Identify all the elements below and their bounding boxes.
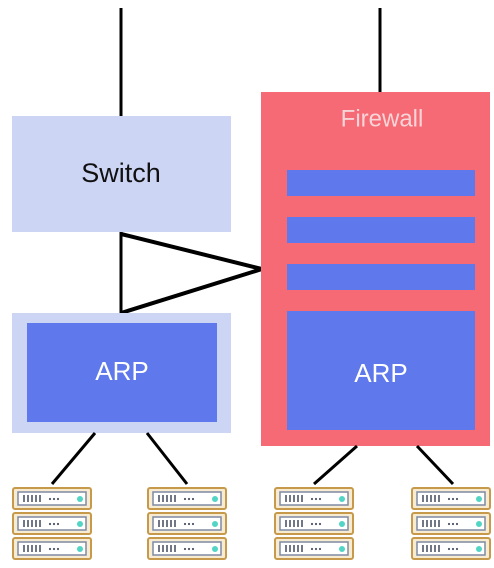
server-dot xyxy=(455,547,459,551)
server-dot xyxy=(48,522,52,526)
switch-box xyxy=(12,116,231,232)
server-dot xyxy=(191,522,195,526)
server-led xyxy=(476,496,482,502)
server-dot xyxy=(310,547,314,551)
server-panel xyxy=(17,491,87,506)
firewall-rule-bar xyxy=(287,170,475,196)
server-link-4 xyxy=(415,444,455,486)
server-panel xyxy=(152,541,222,556)
server-dot xyxy=(187,497,191,501)
server-dot xyxy=(314,547,318,551)
server-dot xyxy=(451,547,455,551)
firewall-title: Firewall xyxy=(341,105,424,132)
server-dot xyxy=(314,522,318,526)
server-dot xyxy=(447,497,451,501)
server-dot xyxy=(187,547,191,551)
firewall-arp-label: ARP xyxy=(354,358,407,388)
server-dot xyxy=(48,497,52,501)
firewall-rule-bar xyxy=(287,264,475,290)
server-dot xyxy=(187,522,191,526)
server-dot xyxy=(52,547,56,551)
server-panel xyxy=(152,516,222,531)
server-panel xyxy=(279,491,349,506)
server-led xyxy=(212,496,218,502)
server-dot xyxy=(318,497,322,501)
server-dot xyxy=(451,522,455,526)
server-dot xyxy=(56,497,60,501)
server-panel xyxy=(416,491,486,506)
server-rack-icon xyxy=(274,487,354,560)
server-dot xyxy=(56,522,60,526)
server-dot xyxy=(191,547,195,551)
server-link-2 xyxy=(145,432,189,485)
switch-arp-label: ARP xyxy=(95,356,148,386)
server-dot xyxy=(455,497,459,501)
server-dot xyxy=(318,547,322,551)
server-led xyxy=(77,521,83,527)
server-dot xyxy=(310,522,314,526)
server-panel xyxy=(279,541,349,556)
server-dot xyxy=(314,497,318,501)
server-dot xyxy=(455,522,459,526)
server-rack-icon xyxy=(411,487,491,560)
firewall-rules xyxy=(287,170,475,290)
server-dot xyxy=(310,497,314,501)
server-led xyxy=(476,546,482,552)
server-panel xyxy=(152,491,222,506)
server-dot xyxy=(183,522,187,526)
server-led xyxy=(212,546,218,552)
server-panel xyxy=(17,516,87,531)
server-dot xyxy=(451,497,455,501)
server-rack-icon xyxy=(147,487,227,560)
firewall-arp-box xyxy=(287,311,475,430)
server-dot xyxy=(52,497,56,501)
server-dot xyxy=(447,522,451,526)
switch-label: Switch xyxy=(81,158,161,188)
servers xyxy=(12,487,491,560)
server-led xyxy=(77,496,83,502)
server-dot xyxy=(183,547,187,551)
server-link-3 xyxy=(313,444,358,486)
server-panel xyxy=(416,516,486,531)
switch-arp-box xyxy=(27,323,217,422)
server-led xyxy=(339,496,345,502)
server-led xyxy=(476,521,482,527)
server-dot xyxy=(56,547,60,551)
server-dot xyxy=(191,497,195,501)
server-led xyxy=(339,521,345,527)
server-led xyxy=(339,546,345,552)
firewall-rule-bar xyxy=(287,217,475,243)
server-dot xyxy=(52,522,56,526)
server-panel xyxy=(416,541,486,556)
server-panel xyxy=(17,541,87,556)
server-panel xyxy=(279,516,349,531)
server-dot xyxy=(318,522,322,526)
server-rack-icon xyxy=(12,487,92,560)
server-led xyxy=(212,521,218,527)
server-dot xyxy=(447,547,451,551)
server-led xyxy=(77,546,83,552)
server-link-1 xyxy=(50,432,97,485)
server-links xyxy=(50,432,455,486)
connector-triangle xyxy=(120,232,270,315)
server-dot xyxy=(183,497,187,501)
server-dot xyxy=(48,547,52,551)
